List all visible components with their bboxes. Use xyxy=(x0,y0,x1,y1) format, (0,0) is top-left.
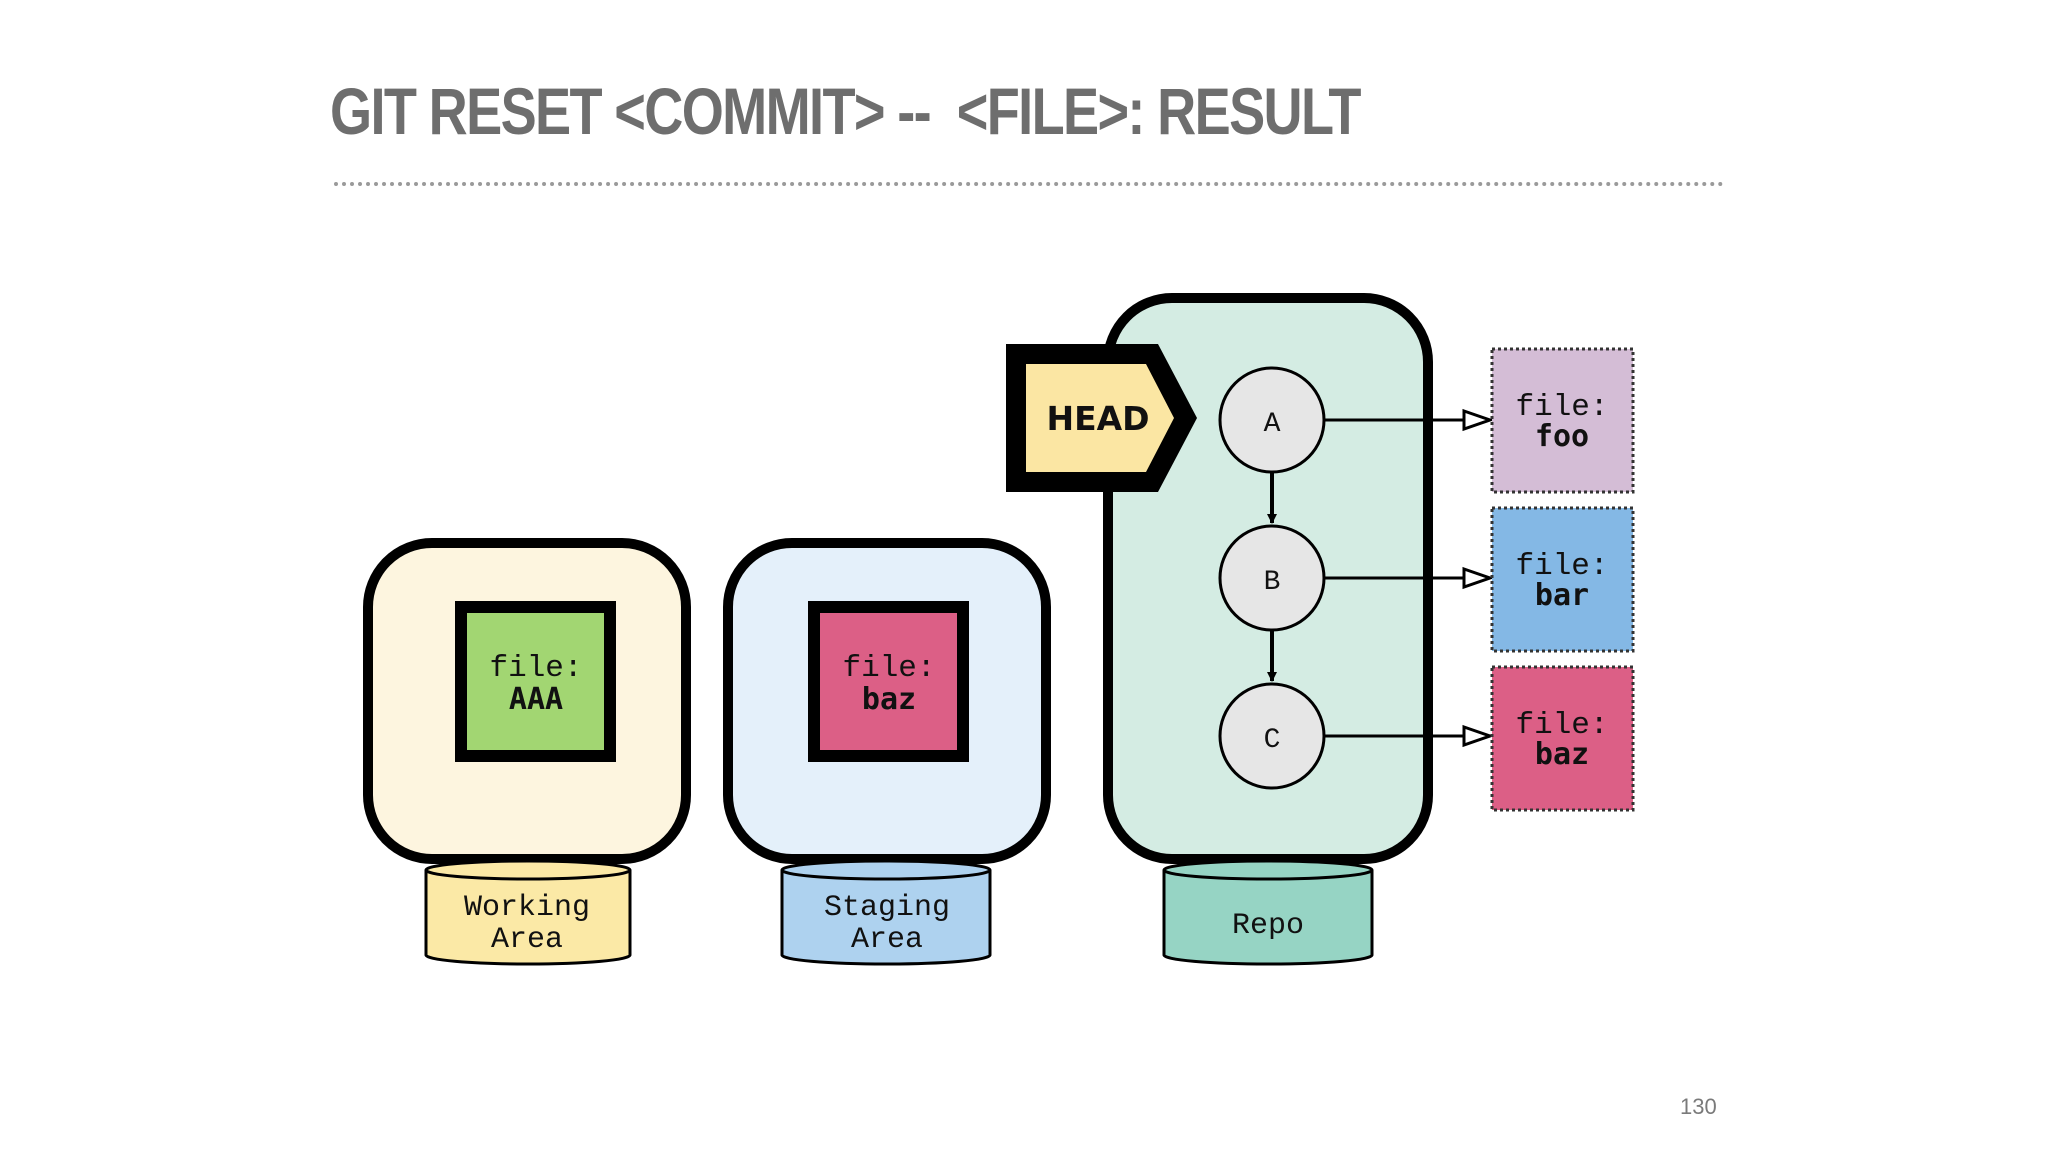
page-number: 130 xyxy=(1680,1094,1717,1119)
commit-c: C xyxy=(1218,682,1326,790)
head-pointer: HEAD xyxy=(1006,344,1197,492)
commit-b: B xyxy=(1218,524,1326,632)
page-title: GIT RESET <COMMIT> -- <FILE>: RESULT xyxy=(330,74,1361,148)
commit-b-label: B xyxy=(1264,567,1281,598)
snapshot-arrow-b xyxy=(1324,566,1495,590)
staging-area-label-line2: Area xyxy=(851,923,923,957)
snapshot-foo-label: file: xyxy=(1515,390,1608,425)
head-label: HEAD xyxy=(1046,399,1149,438)
snapshot-baz-value: baz xyxy=(1535,737,1589,772)
snapshot-baz: file: baz xyxy=(1490,665,1635,812)
working-area-file-card xyxy=(455,601,616,762)
commit-a: A xyxy=(1218,366,1326,474)
staging-area: file: baz Staging Area xyxy=(723,538,1051,966)
working-area: file: AAA Working Area xyxy=(363,538,691,966)
staging-area-base xyxy=(780,859,992,966)
working-area-file-value: AAA xyxy=(509,682,563,717)
title-divider xyxy=(334,182,1724,186)
snapshot-arrow-c xyxy=(1324,724,1495,748)
snapshot-foo-value: foo xyxy=(1535,419,1589,454)
commit-a-label: A xyxy=(1264,409,1281,440)
snapshot-baz-label: file: xyxy=(1515,708,1608,743)
staging-area-file-value: baz xyxy=(862,682,916,717)
working-area-label: Working xyxy=(464,891,590,925)
repo-label: Repo xyxy=(1232,909,1304,943)
staging-area-file-card xyxy=(808,601,969,762)
snapshot-arrow-a xyxy=(1324,408,1495,432)
commit-c-label: C xyxy=(1264,725,1281,756)
working-area-file-label: file: xyxy=(489,651,582,686)
working-area-label-line2: Area xyxy=(491,923,563,957)
working-area-base xyxy=(424,859,632,966)
snapshot-bar-label: file: xyxy=(1515,549,1608,584)
staging-area-file-label: file: xyxy=(842,651,935,686)
repo-base xyxy=(1162,859,1374,966)
snapshot-bar-value: bar xyxy=(1535,578,1589,613)
snapshot-bar: file: bar xyxy=(1490,506,1635,653)
staging-area-label: Staging xyxy=(824,891,950,925)
snapshot-foo: file: foo xyxy=(1490,347,1635,494)
